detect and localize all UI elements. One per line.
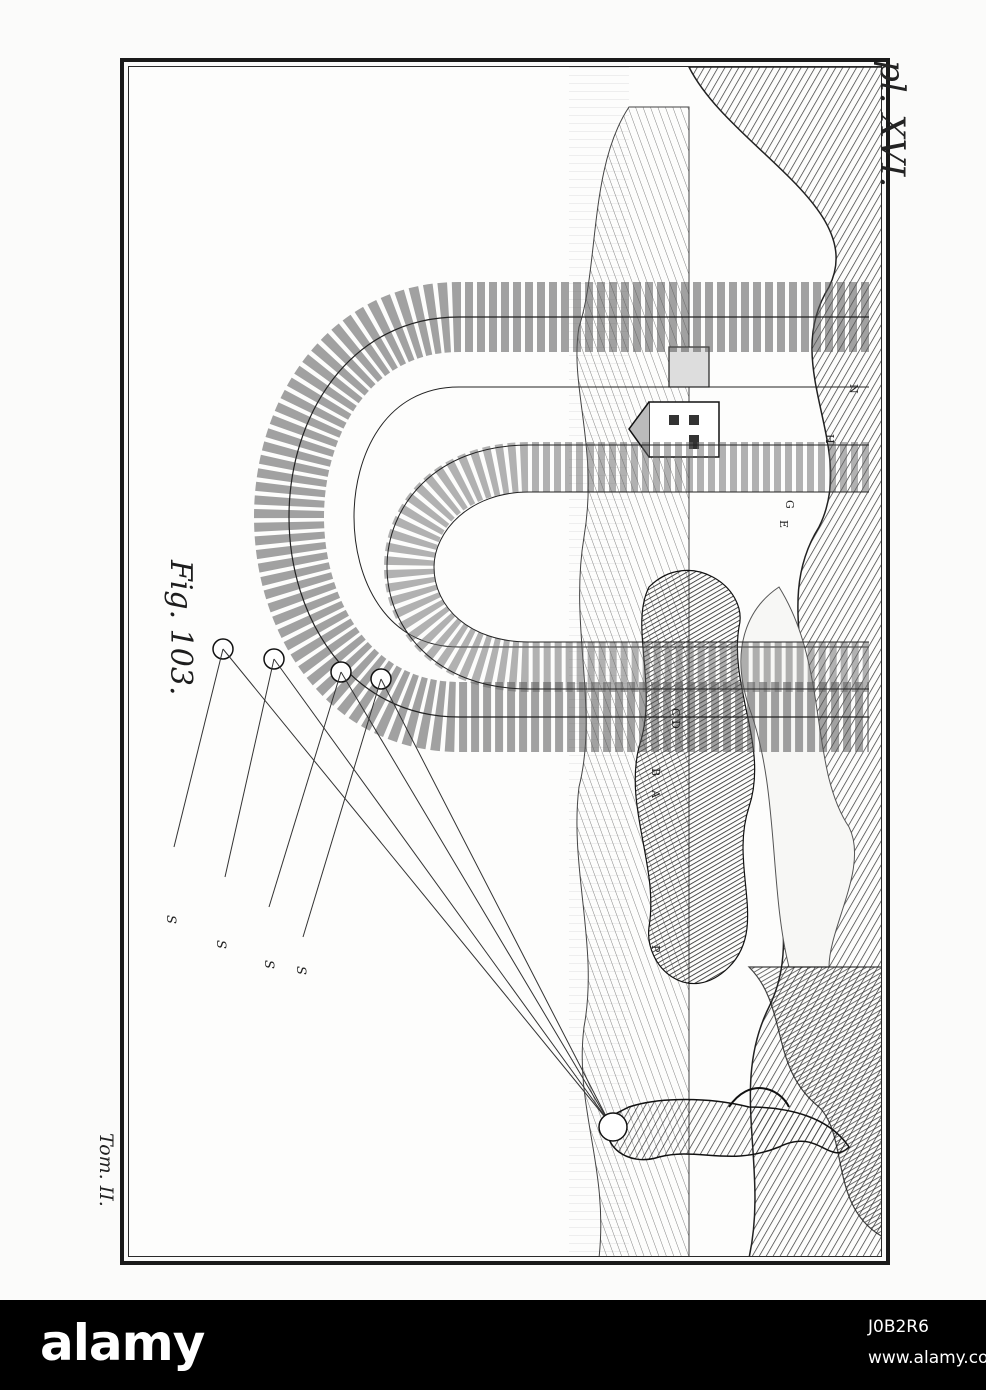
lines-of-sight: [222, 648, 610, 1123]
alamy-logo: alamy: [40, 1314, 205, 1372]
raindrop-globes: [212, 638, 392, 690]
ground-letter-c: C: [669, 708, 682, 717]
rocky-foreground: [747, 966, 881, 1237]
ground-letter-a: A: [649, 790, 662, 798]
ground-letter-p: P: [649, 945, 662, 953]
ground-letter-d: D: [669, 720, 682, 729]
ray-letter: S: [213, 940, 228, 949]
plate-number-label: pl. XVI.: [872, 60, 912, 188]
figure-label: Fig. 103.: [163, 560, 198, 696]
watermark-bar: alamy J0B2R6 www.alamy.com: [0, 1300, 986, 1390]
inner-rainbow: [383, 442, 869, 692]
volume-label: Tom. II.: [95, 1133, 117, 1207]
rainbow-engraving: [173, 67, 881, 1256]
sun-rays: [173, 648, 382, 938]
house-icon: [628, 401, 720, 458]
watermark-url[interactable]: www.alamy.com: [868, 1348, 986, 1368]
ground-letter-n: N: [847, 384, 860, 394]
ground-letter-h: H: [823, 434, 836, 444]
plate-page: pl. XVI. Tom. II. Fig. 103. S S S S P A …: [95, 58, 912, 1265]
ground-letter-g: G: [783, 500, 796, 509]
distant-house-icon: [668, 346, 710, 388]
engraving-frame: [128, 66, 882, 1257]
image-id-label: J0B2R6: [868, 1317, 929, 1337]
ray-letter: S: [261, 960, 276, 969]
tree-grove: [634, 569, 756, 985]
ground-letter-b: B: [649, 768, 662, 777]
ray-letter: S: [163, 915, 178, 924]
ray-letter: S: [293, 966, 308, 975]
plate-outer-border: [120, 58, 890, 1265]
ground-letter-e: E: [777, 520, 790, 529]
observer-figure: [598, 1087, 850, 1161]
